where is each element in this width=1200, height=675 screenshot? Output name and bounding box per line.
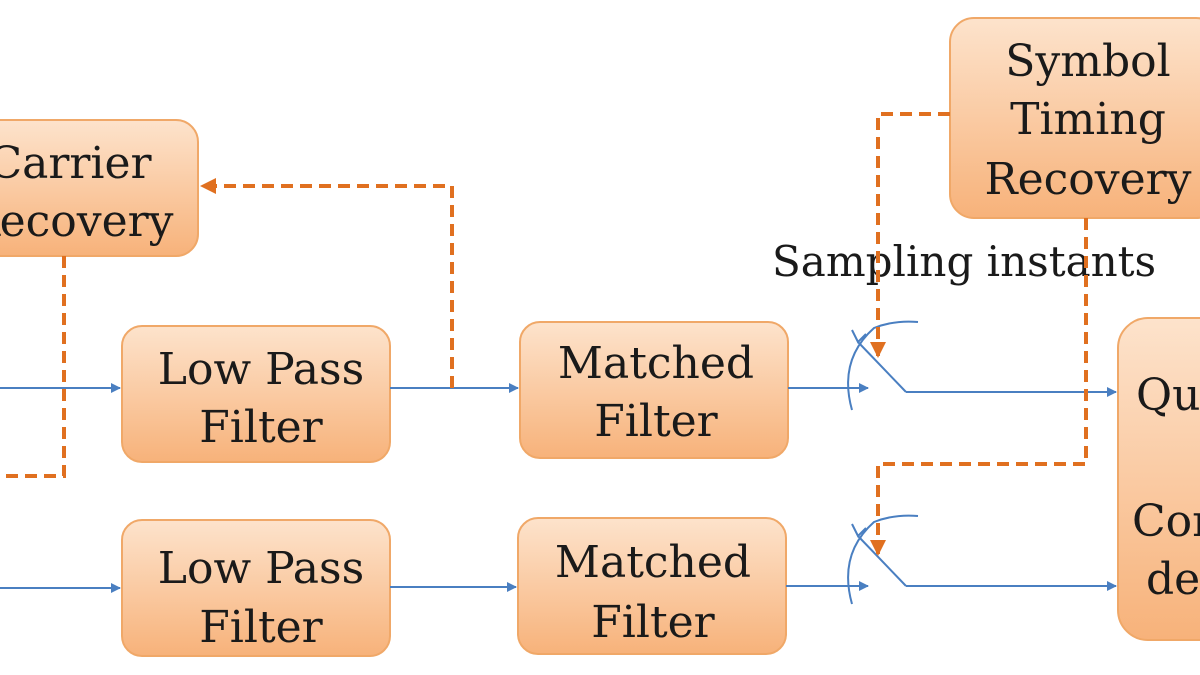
quantizer-line3: de	[1146, 554, 1200, 605]
mf-top-line1: Matched	[558, 338, 754, 389]
sampler-switch-tip-top	[851, 329, 867, 344]
carrier-output-path	[0, 256, 66, 478]
quantizer-decision-block: Qua Con de	[1117, 317, 1200, 641]
symbol-timing-line2: Timing	[1010, 94, 1166, 145]
matched-filter-bottom-block: Matched Filter	[517, 517, 787, 655]
sampler-switch-tip-bottom	[851, 523, 867, 538]
low-pass-filter-bottom-block: Low Pass Filter	[121, 519, 391, 657]
quantizer-line2: Con	[1132, 496, 1200, 547]
sampler-arc-top	[847, 320, 919, 411]
mf-bottom-line1: Matched	[555, 537, 751, 588]
timing-to-sampler-bottom-path	[870, 218, 1088, 556]
symbol-timing-line1: Symbol	[1005, 36, 1170, 87]
lpf-bottom-line1: Low Pass	[158, 543, 364, 594]
signal-path-bottom	[0, 514, 1117, 605]
sampler-switch-bottom	[857, 535, 907, 587]
lpf-top-line1: Low Pass	[158, 344, 364, 395]
quantizer-line1: Qua	[1136, 370, 1200, 421]
timing-to-sampler-top-path	[870, 112, 950, 358]
sampler-arc-bottom	[847, 514, 919, 605]
sampling-instants-label: Sampling instants	[772, 237, 1156, 286]
carrier-recovery-line2: Recovery	[0, 196, 174, 247]
carrier-feedback-path	[200, 178, 454, 388]
low-pass-filter-top-block: Low Pass Filter	[121, 325, 391, 463]
symbol-timing-recovery-block: Symbol Timing Recovery	[949, 17, 1200, 219]
mf-bottom-line2: Filter	[591, 597, 715, 648]
sampler-switch-top	[857, 341, 907, 393]
lpf-top-line2: Filter	[199, 402, 323, 453]
matched-filter-top-block: Matched Filter	[519, 321, 789, 459]
symbol-timing-line3: Recovery	[984, 154, 1191, 205]
mf-top-line2: Filter	[594, 396, 718, 447]
carrier-recovery-block: Carrier Recovery	[0, 119, 199, 257]
lpf-bottom-line2: Filter	[199, 602, 323, 653]
control-paths	[0, 112, 1088, 556]
carrier-recovery-line1: Carrier	[0, 138, 153, 189]
